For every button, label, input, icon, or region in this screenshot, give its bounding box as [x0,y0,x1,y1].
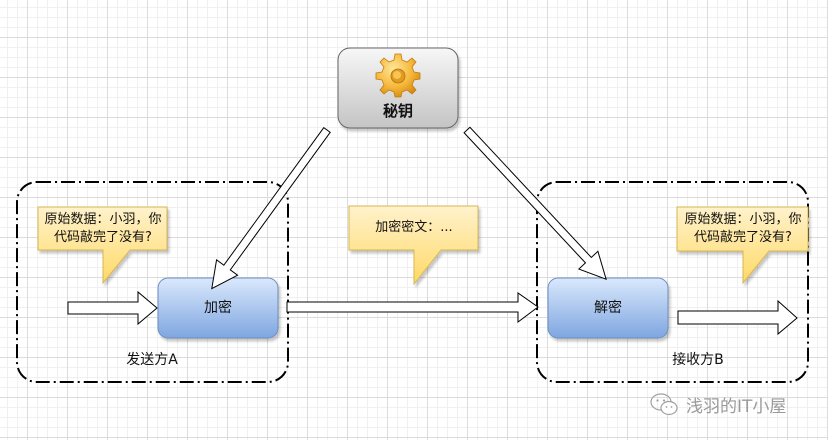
key-to-encrypt-arrow[interactable] [201,122,337,296]
callout-original-sender: 原始数据：小羽，你 代码敲完了没有? [38,211,168,247]
callout-line: 代码敲完了没有? [54,230,152,245]
sender-group-label: 发送方A [126,352,178,368]
receiver-group-frame[interactable] [536,181,809,383]
input-arrow[interactable] [67,290,158,326]
callout-line: 加密密文：... [375,220,453,235]
receiver-group-label: 接收方B [672,352,724,368]
decrypt-node-label: 解密 [594,300,622,316]
key-node-label: 秘钥 [382,102,413,120]
callout-line: 代码敲完了没有? [694,230,792,245]
wechat-icon [650,392,678,415]
callout-line: 原始数据：小羽，你 [684,212,802,227]
callout-line: 原始数据：小羽，你 [44,212,162,227]
callout-original-receiver-shape [676,206,809,285]
watermark: 浅羽的IT小屋 [650,392,786,417]
decrypt-node[interactable] [547,277,669,339]
callout-ciphertext: 加密密文：... [349,219,479,237]
callout-original-sender-shape [37,206,168,285]
callout-original-receiver: 原始数据：小羽，你 代码敲完了没有? [677,211,809,247]
gear-icon [375,53,421,98]
watermark-text: 浅羽的IT小屋 [686,397,787,417]
callout-ciphertext-shape [348,205,479,286]
sender-group-frame[interactable] [16,181,289,383]
key-to-decrypt-arrow[interactable] [457,121,615,288]
output-arrow[interactable] [677,299,798,336]
ciphertext-arrow[interactable] [286,292,539,323]
encrypt-node-label: 加密 [204,300,232,316]
